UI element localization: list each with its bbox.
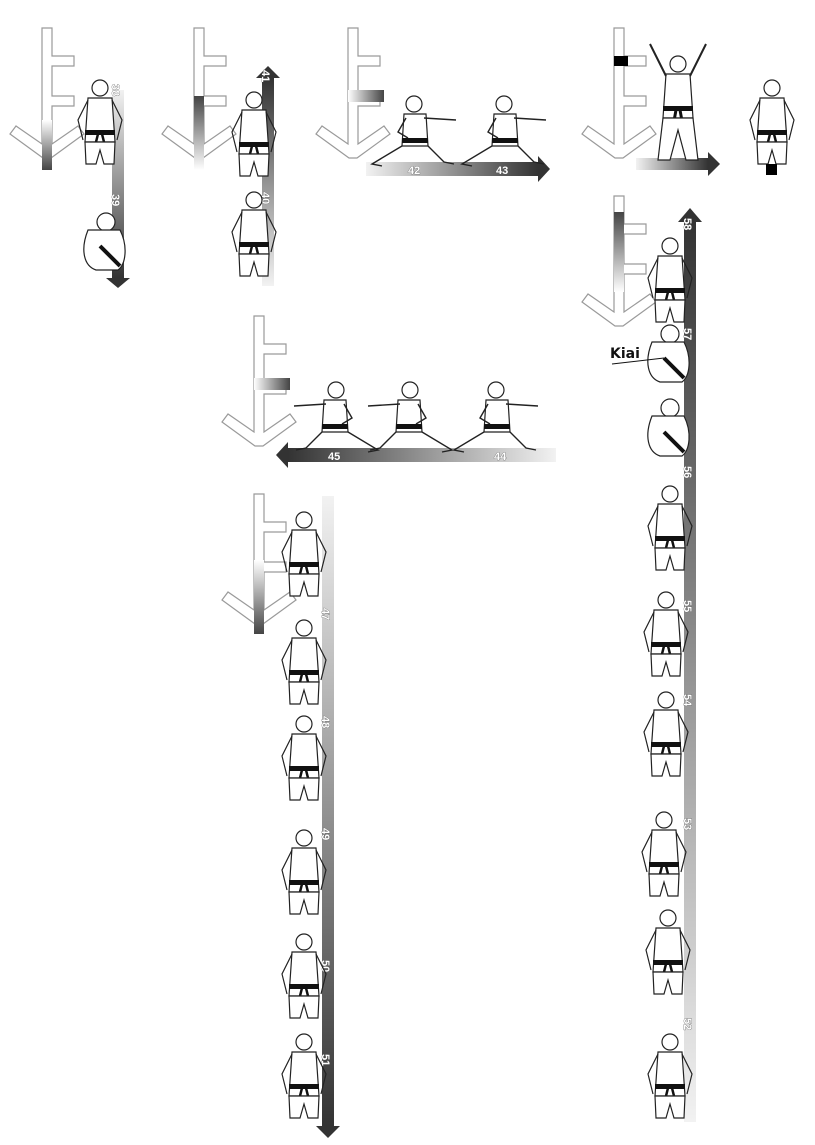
step-label-43: 43	[496, 165, 508, 177]
step-label-45: 45	[328, 451, 340, 463]
figure-49	[282, 830, 326, 914]
figure-43	[462, 96, 546, 166]
embusen-end	[582, 28, 656, 158]
figure-45b	[368, 382, 452, 452]
step-label-41: 41	[259, 70, 271, 82]
step-label-50: 50	[319, 960, 331, 972]
figure-44	[454, 382, 538, 452]
step-label-56: 56	[681, 466, 693, 478]
figure-53	[642, 812, 686, 896]
figure-ready-stance	[750, 80, 794, 164]
figure-50	[282, 934, 326, 1018]
figure-45	[294, 382, 378, 452]
step-label-48: 48	[319, 716, 331, 728]
kiai-annotation: Kiai	[610, 346, 640, 362]
embusen-40	[162, 28, 236, 170]
arrow-end	[636, 152, 720, 176]
step-label-39: 39	[109, 194, 121, 206]
arrow-46-51	[316, 496, 340, 1138]
figure-48	[282, 716, 326, 800]
embusen-44	[222, 316, 296, 446]
step-label-54: 54	[681, 694, 693, 707]
embusen-52	[582, 196, 656, 326]
figure-57b	[648, 399, 689, 456]
step-label-49: 49	[319, 828, 331, 840]
step-label-42: 42	[408, 165, 420, 177]
step-label-55: 55	[681, 600, 693, 612]
step-label-57: 57	[681, 328, 693, 340]
figure-52b	[646, 910, 690, 994]
embusen-42	[316, 28, 390, 158]
step-label-53: 53	[681, 818, 693, 830]
figure-51	[282, 1034, 326, 1118]
step-label-58: 58	[681, 218, 693, 230]
figure-47	[282, 620, 326, 704]
figure-46	[282, 512, 326, 596]
arrow-44-45	[276, 442, 556, 468]
arrow-42-43	[366, 156, 550, 182]
step-label-52: 52	[681, 1018, 693, 1030]
figure-arms-raised	[650, 44, 706, 160]
step-label-44: 44	[494, 451, 507, 463]
step-label-38: 38	[109, 84, 121, 96]
step-label-47: 47	[319, 608, 331, 620]
end-marker	[766, 164, 777, 175]
embusen-38	[10, 28, 84, 170]
